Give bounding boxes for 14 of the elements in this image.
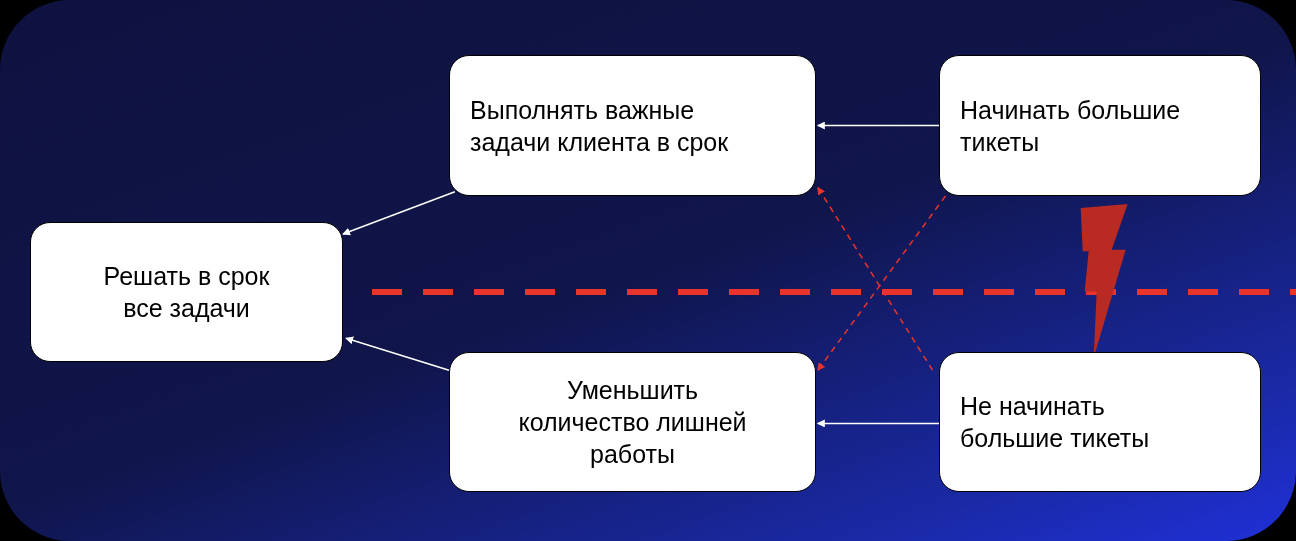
- arrow: [342, 191, 456, 236]
- goal-box: [939, 352, 1261, 492]
- goal-box: [449, 352, 816, 492]
- node-text: Решать в срок все задачи: [102, 261, 271, 324]
- goal-box: [30, 222, 343, 362]
- arrow: [816, 121, 940, 130]
- node-text: Начинать большие тикеты: [960, 94, 1182, 158]
- goal-box: [939, 55, 1261, 196]
- node-text: Не начинать большие тикеты: [960, 391, 1151, 454]
- arrow: [345, 336, 450, 371]
- arrow: [816, 419, 940, 428]
- node-text: Уменьшить количество лишней работы: [517, 375, 748, 470]
- goal-box: [449, 55, 816, 196]
- node-text: Выполнять важные задачи клиента в срок: [470, 94, 730, 158]
